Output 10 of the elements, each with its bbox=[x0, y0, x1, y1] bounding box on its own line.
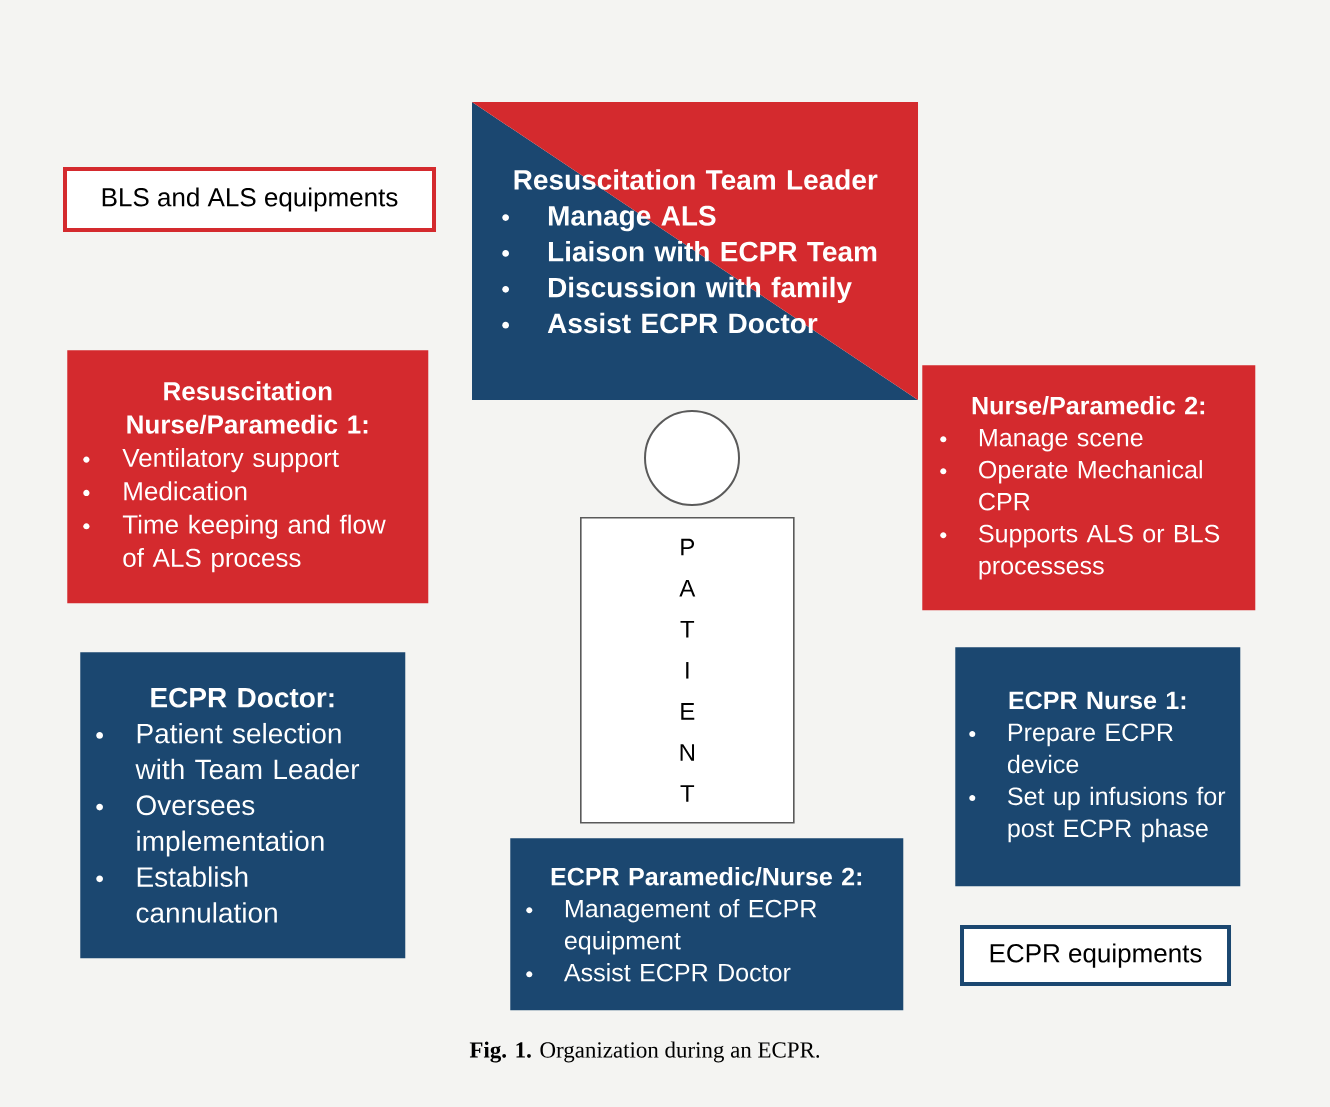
role-box: Resuscitation Nurse/Paramedic 1: Ventilatory support Medication Time keeping and flow of ALS process bbox=[67, 350, 429, 604]
body-rectangle: PATIENT bbox=[580, 517, 795, 824]
role-box: ECPR Nurse 1: Prepare ECPR device Set up infusions for post ECPR phase bbox=[955, 647, 1241, 887]
figure-caption: Fig. 1. Organization during an ECPR. bbox=[469, 1041, 820, 1063]
role-box: Nurse/Paramedic 2: Manage scene Operate Mechanical CPR Supports ALS or BLS processess bbox=[922, 365, 1256, 611]
role-box: ECPR Paramedic/Nurse 2: Management of ECPR equipment Assist ECPR Doctor bbox=[510, 838, 904, 1011]
equipment-box: BLS and ALS equipments bbox=[63, 167, 436, 232]
head-circle bbox=[644, 410, 740, 506]
role-box: ECPR Doctor: Patient selection with Team Leader Oversees implementation Establish cannulation bbox=[80, 652, 406, 959]
equipment-box: ECPR equipments bbox=[960, 925, 1231, 986]
